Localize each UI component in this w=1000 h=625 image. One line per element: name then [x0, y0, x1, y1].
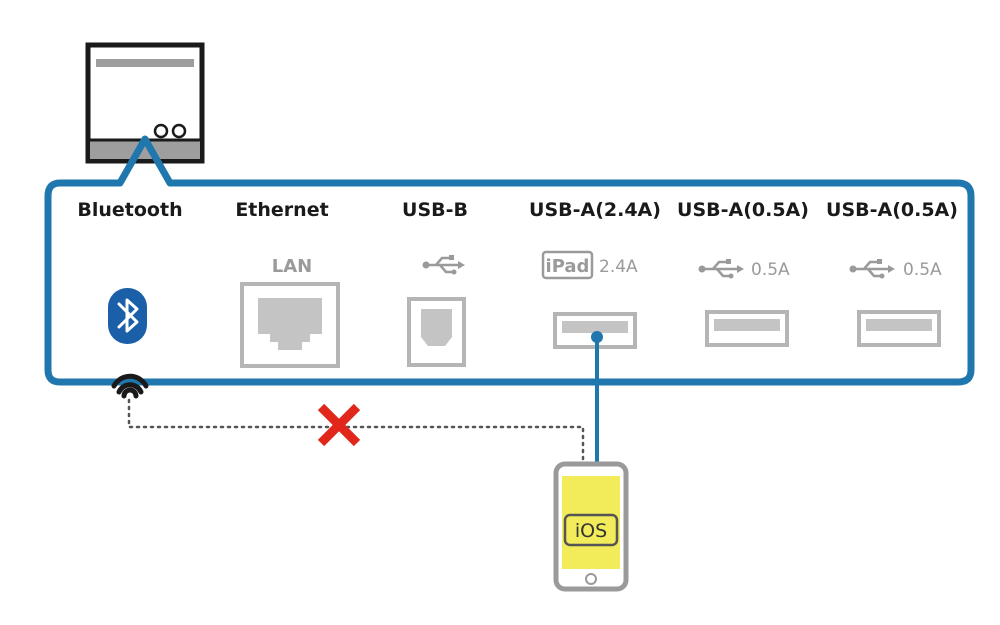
- port-panel: [44, 135, 975, 386]
- bluetooth-connection-path: [127, 398, 585, 464]
- port-label-usb-a-2-4a: USB-A(2.4A): [529, 199, 661, 221]
- ipad-badge-label: iPad: [546, 256, 590, 277]
- usb-symbol-icon: [849, 259, 895, 279]
- device-label: iOS: [575, 520, 607, 542]
- usb-a-2-4a-current: 2.4A: [599, 257, 638, 277]
- ipad-badge-icon: iPad: [541, 250, 594, 280]
- port-label-usb-a-0-5a-2: USB-A(0.5A): [826, 199, 958, 221]
- port-label-usb-b: USB-B: [402, 199, 468, 221]
- usb-a-0-5a-current-2: 0.5A: [903, 260, 942, 280]
- ios-device-icon: iOS: [553, 461, 629, 592]
- cable-connector-dot: [591, 331, 603, 343]
- port-label-ethernet: Ethernet: [235, 199, 328, 221]
- bluetooth-icon: [108, 288, 147, 344]
- lan-port-icon: [240, 282, 340, 368]
- lan-label: LAN: [272, 256, 312, 277]
- cross-icon: [317, 403, 361, 447]
- usb-a-port-icon: [705, 310, 789, 347]
- usb-a-0-5a-current-1: 0.5A: [751, 260, 790, 280]
- usb-a-port-icon: [857, 310, 941, 347]
- printer-icon: [85, 42, 205, 164]
- port-label-bluetooth: Bluetooth: [77, 199, 182, 221]
- wireless-signal-icon: [111, 373, 149, 399]
- usb-symbol-icon: [422, 255, 465, 275]
- usb-b-port-icon: [407, 297, 466, 367]
- port-label-usb-a-0-5a-1: USB-A(0.5A): [677, 199, 809, 221]
- usb-symbol-icon: [698, 259, 744, 279]
